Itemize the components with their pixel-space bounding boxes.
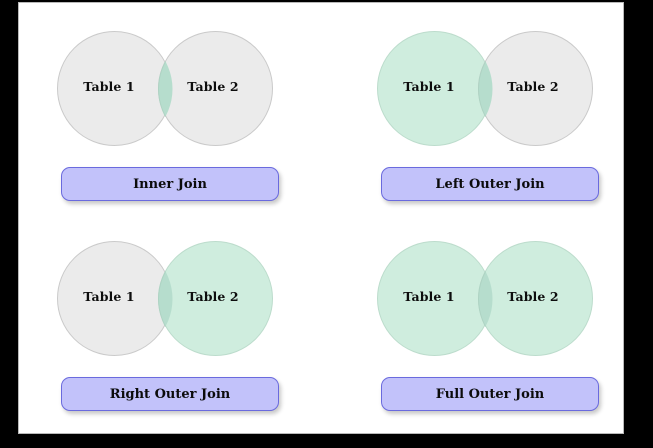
join-button-right-outer-join[interactable]: Right Outer Join: [61, 377, 279, 411]
join-button-label: Inner Join: [133, 176, 207, 192]
venn-label-table-left: Table 1: [403, 289, 455, 304]
venn-diagram: Table 1 Table 2: [368, 23, 608, 163]
join-panel-left-outer-join: Table 1 Table 2 Left Outer Join: [359, 11, 619, 211]
venn-circle-right: [158, 241, 273, 356]
join-button-inner-join[interactable]: Inner Join: [61, 167, 279, 201]
join-button-label: Left Outer Join: [435, 176, 545, 192]
venn-label-table-right: Table 2: [187, 79, 239, 94]
venn-circle-left: [57, 31, 172, 146]
venn-label-table-left: Table 1: [403, 79, 455, 94]
venn-label-table-right: Table 2: [507, 79, 559, 94]
join-button-label: Right Outer Join: [109, 386, 231, 402]
venn-label-table-left: Table 1: [83, 79, 135, 94]
join-button-left-outer-join[interactable]: Left Outer Join: [381, 167, 599, 201]
join-panel-right-outer-join: Table 1 Table 2 Right Outer Join: [39, 221, 299, 421]
venn-label-table-right: Table 2: [507, 289, 559, 304]
venn-diagram: Table 1 Table 2: [48, 233, 288, 373]
venn-label-table-left: Table 1: [83, 289, 135, 304]
join-panel-full-outer-join: Table 1 Table 2 Full Outer Join: [359, 221, 619, 421]
venn-diagram: Table 1 Table 2: [368, 233, 608, 373]
venn-circle-right: [478, 241, 593, 356]
join-button-full-outer-join[interactable]: Full Outer Join: [381, 377, 599, 411]
diagram-canvas: Table 1 Table 2 Inner Join: [18, 2, 624, 434]
venn-circle-right: [158, 31, 273, 146]
join-button-label: Full Outer Join: [435, 386, 545, 402]
venn-diagram: Table 1 Table 2: [48, 23, 288, 163]
join-panel-inner-join: Table 1 Table 2 Inner Join: [39, 11, 299, 211]
venn-label-table-right: Table 2: [187, 289, 239, 304]
